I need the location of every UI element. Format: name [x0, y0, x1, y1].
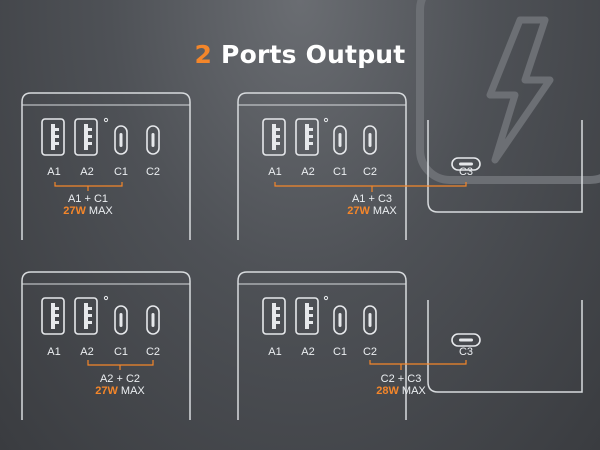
port-label-a2: A2 [301, 346, 315, 358]
usb-c-port-icon [363, 125, 377, 155]
combo-max: MAX [120, 385, 145, 397]
port-label-c1: C1 [113, 166, 129, 178]
usb-c-port-icon [451, 333, 481, 347]
usb-a-port-icon [41, 118, 65, 156]
panel-a1-c3 [237, 92, 583, 240]
combo-ports: A2 + C2 [99, 373, 141, 385]
port-label-a1: A1 [47, 166, 61, 178]
panel-a1-c1 [21, 92, 191, 240]
title-text: Ports Output [221, 40, 406, 69]
usb-a-port-icon [262, 297, 286, 335]
port-label-c1: C1 [332, 166, 348, 178]
usb-a-port-icon [262, 118, 286, 156]
usb-c-port-icon [363, 305, 377, 335]
port-label-c2: C2 [145, 346, 161, 358]
combo-caption: A1 + C1 27W MAX [48, 193, 128, 217]
port-label-a2: A2 [301, 166, 315, 178]
panel-c2-c3 [237, 271, 583, 420]
combo-max: MAX [372, 205, 397, 217]
lightning-bolt-icon [416, 0, 600, 184]
combo-max: MAX [88, 205, 113, 217]
port-label-a1: A1 [268, 166, 282, 178]
usb-a-port-icon [295, 118, 319, 156]
panel-a2-c2 [21, 271, 191, 420]
usb-c-port-icon [114, 305, 128, 335]
port-label-a2: A2 [80, 166, 94, 178]
usb-c-port-icon [114, 125, 128, 155]
usb-a-port-icon [74, 118, 98, 156]
port-label-c2: C2 [362, 166, 378, 178]
title-number: 2 [194, 40, 213, 69]
port-label-c2: C2 [145, 166, 161, 178]
port-label-c3: C3 [458, 166, 474, 178]
combo-watts: 28W [376, 385, 399, 397]
combo-caption: A1 + C3 27W MAX [332, 193, 412, 217]
combo-caption: A2 + C2 27W MAX [80, 373, 160, 397]
usb-a-port-icon [74, 297, 98, 335]
combo-watts: 27W [95, 385, 118, 397]
combo-ports: A1 + C1 [67, 193, 109, 205]
usb-c-port-icon [333, 125, 347, 155]
usb-a-port-icon [41, 297, 65, 335]
port-label-a2: A2 [80, 346, 94, 358]
combo-caption: C2 + C3 28W MAX [361, 373, 441, 397]
usb-c-port-icon [146, 305, 160, 335]
combo-ports: A1 + C3 [351, 193, 393, 205]
combo-max: MAX [401, 385, 426, 397]
usb-a-port-icon [295, 297, 319, 335]
combo-watts: 27W [347, 205, 370, 217]
usb-c-port-icon [333, 305, 347, 335]
port-label-c1: C1 [332, 346, 348, 358]
port-label-a1: A1 [268, 346, 282, 358]
port-label-c3: C3 [458, 346, 474, 358]
combo-watts: 27W [63, 205, 86, 217]
port-label-a1: A1 [47, 346, 61, 358]
combo-ports: C2 + C3 [380, 373, 422, 385]
port-label-c1: C1 [113, 346, 129, 358]
page-title: 2 Ports Output [0, 40, 600, 69]
usb-c-port-icon [146, 125, 160, 155]
port-label-c2: C2 [362, 346, 378, 358]
